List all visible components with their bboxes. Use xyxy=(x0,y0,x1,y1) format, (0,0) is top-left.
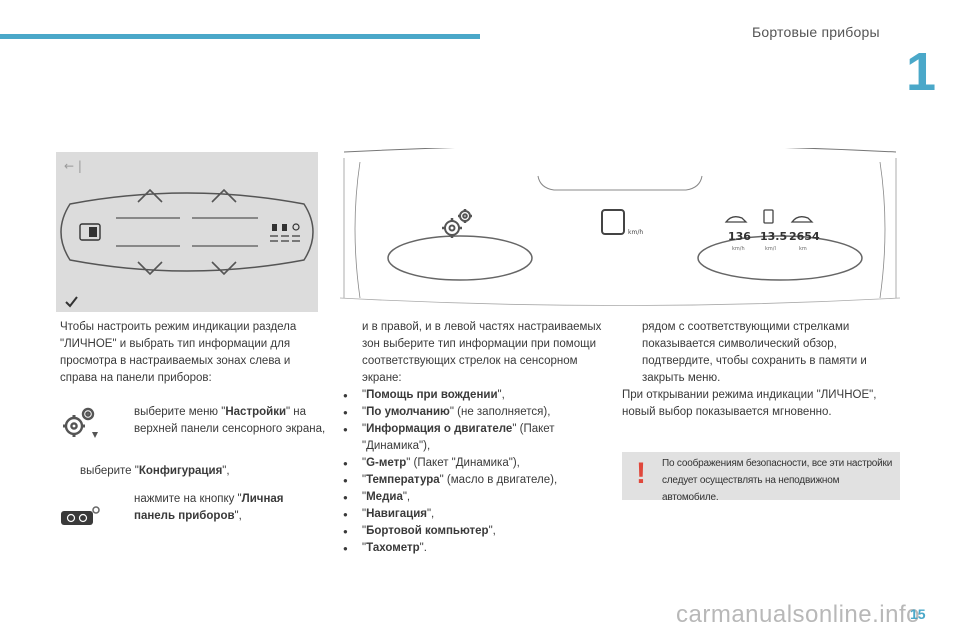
list-item: "Медиа", xyxy=(342,489,612,506)
list-item: "Навигация", xyxy=(342,506,612,523)
header-accent-bar xyxy=(0,34,480,39)
page-number: 15 xyxy=(910,606,926,622)
step2-text: выберите "Конфигурация", xyxy=(80,465,230,477)
step-configuration: выберите "Конфигурация", xyxy=(60,463,322,480)
select-info-text: и в правой, и в левой частях настраиваем… xyxy=(362,321,602,384)
confirm-text: подтвердите, чтобы сохранить в памяти и … xyxy=(642,355,867,384)
speed-unit-label: km/h xyxy=(628,229,643,236)
step3-text: нажмите на кнопку "Личная панель приборо… xyxy=(134,493,284,522)
column-middle: и в правой, и в левой частях настраиваем… xyxy=(342,319,612,557)
list-item: "Информация о двигателе" (Пакет "Динамик… xyxy=(342,421,612,455)
touchscreen-illustration: ← | xyxy=(56,152,318,312)
safety-warning-box: ! По соображениям безопасности, все эти … xyxy=(622,452,900,503)
panel-value-3: 2654 xyxy=(789,230,820,243)
step-personal-panel: нажмите на кнопку "Личная панель приборо… xyxy=(60,491,322,531)
result-paragraph: При открывании режима индикации "ЛИЧНОЕ"… xyxy=(622,389,877,418)
panel-value-1: 136 xyxy=(728,230,751,243)
overview-step: рядом с соответствующими стрелками показ… xyxy=(622,319,892,353)
column-right: рядом с соответствующими стрелками показ… xyxy=(622,319,892,421)
panel-unit-2: km/l xyxy=(765,246,776,252)
svg-text:← |: ← | xyxy=(64,159,82,173)
list-item: "Бортовой компьютер", xyxy=(342,523,612,540)
warning-icon: ! xyxy=(636,457,646,490)
info-options-list: "Помощь при вождении", "По умолчанию" (н… xyxy=(342,387,612,557)
intro-paragraph: Чтобы настроить режим индикации раздела … xyxy=(60,321,297,384)
panel-unit-3: km xyxy=(799,246,807,252)
chapter-number: 1 xyxy=(906,42,937,102)
panel-value-2: 13.5 xyxy=(760,230,787,243)
overview-text: рядом с соответствующими стрелками показ… xyxy=(642,321,850,350)
list-item: "По умолчанию" (не заполняется), xyxy=(342,404,612,421)
watermark: carmanualsonline.info xyxy=(676,601,920,628)
list-item: "Тахометр". xyxy=(342,540,612,557)
panel-unit-1: km/h xyxy=(732,246,745,252)
list-item: "G-метр" (Пакет "Динамика"), xyxy=(342,455,612,472)
list-item: "Температура" (масло в двигателе), xyxy=(342,472,612,489)
section-title: Бортовые приборы xyxy=(752,24,880,40)
column-left: Чтобы настроить режим индикации раздела … xyxy=(60,319,326,531)
select-info-step: и в правой, и в левой частях настраиваем… xyxy=(342,319,612,387)
settings-gear-icon xyxy=(60,406,102,448)
instrument-panel-illustration: km/h 136 13.5 2654 km/h km/l km xyxy=(339,144,901,308)
warning-text: По соображениям безопасности, все эти на… xyxy=(662,458,893,503)
step1-text: выберите меню "Настройки" на верхней пан… xyxy=(134,406,326,435)
list-item: "Помощь при вождении", xyxy=(342,387,612,404)
step-settings: выберите меню "Настройки" на верхней пан… xyxy=(60,404,326,456)
personal-panel-button-icon xyxy=(60,505,102,533)
confirm-step: подтвердите, чтобы сохранить в памяти и … xyxy=(622,353,892,387)
